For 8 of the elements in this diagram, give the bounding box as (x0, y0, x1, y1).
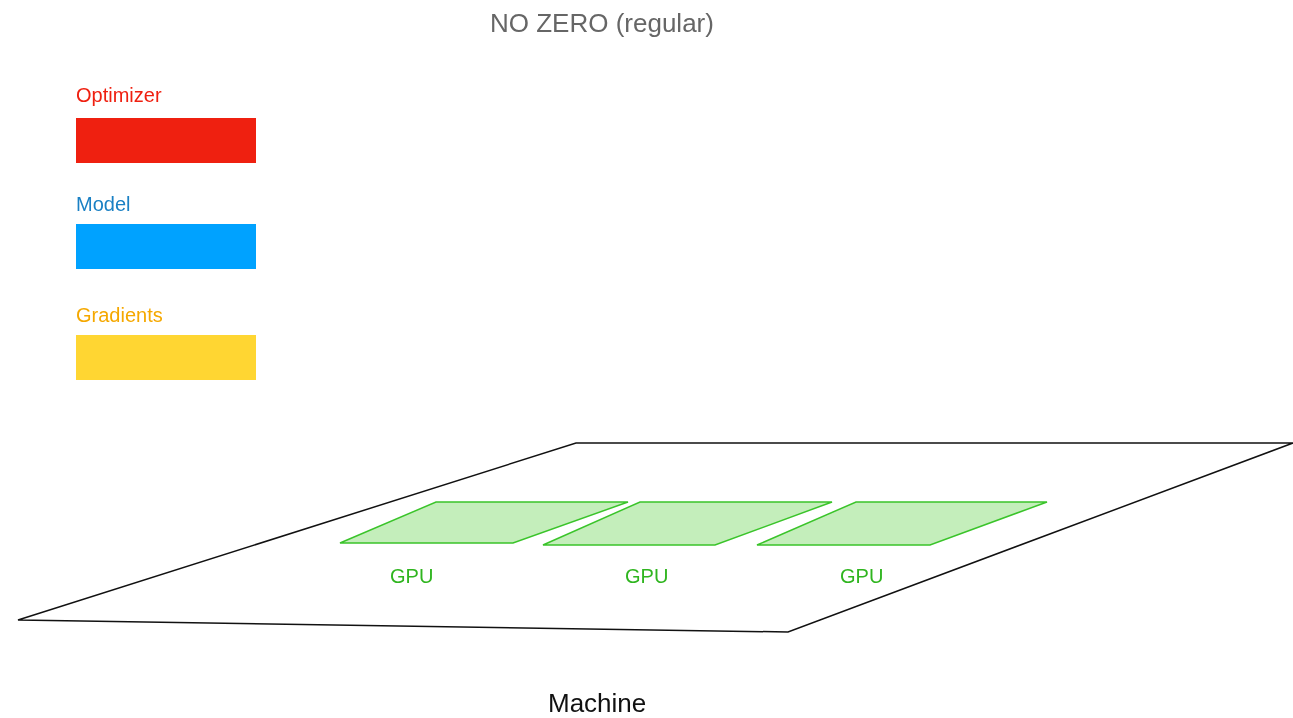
diagram-title: NO ZERO (regular) (490, 8, 714, 39)
machine-label: Machine (548, 688, 647, 718)
gpu-label: GPU (840, 565, 884, 588)
legend-label: Model (76, 193, 131, 216)
gpu-label: GPU (625, 565, 669, 588)
legend-label: Optimizer (76, 84, 162, 107)
legend-label: Gradients (76, 304, 163, 327)
gpu-label: GPU (390, 565, 434, 588)
